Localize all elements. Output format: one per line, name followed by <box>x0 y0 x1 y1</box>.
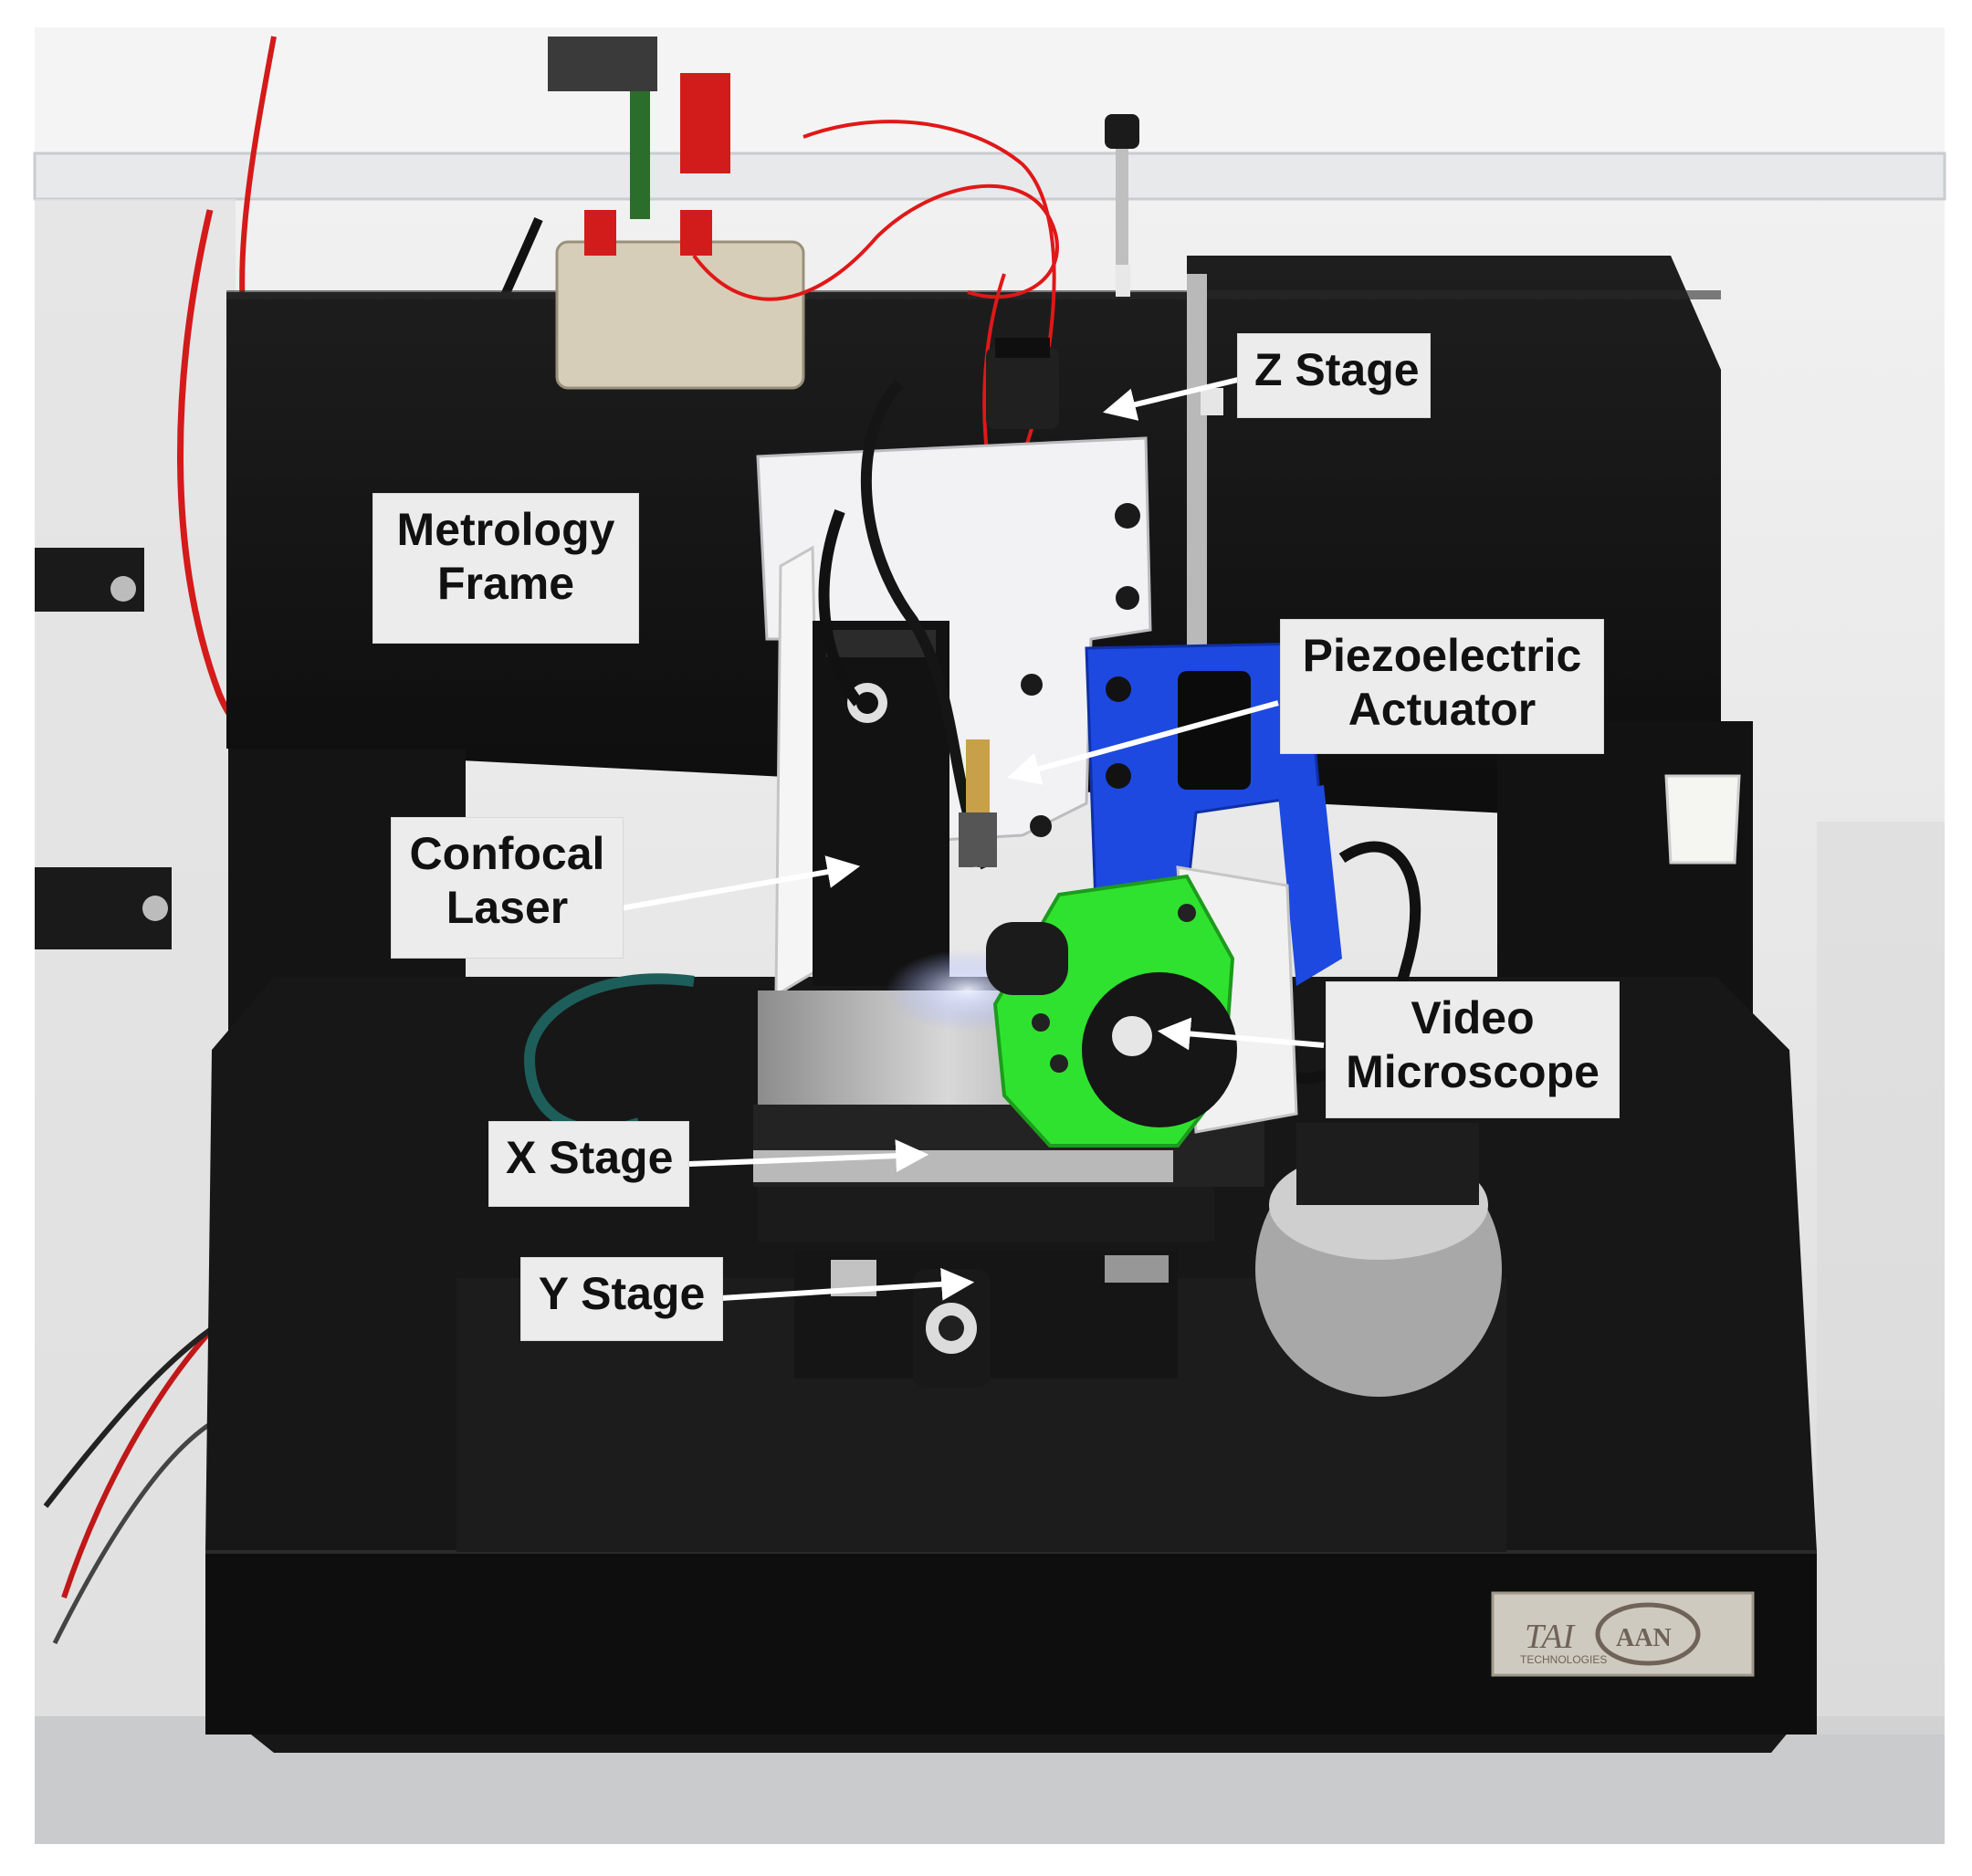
label-video-microscope: Video Microscope <box>1326 981 1620 1118</box>
annotation-arrows <box>620 376 1325 1301</box>
label-confocal-laser: Confocal Laser <box>391 817 624 959</box>
red-wire-top <box>692 183 1059 301</box>
x-stage-arrow <box>688 1139 929 1173</box>
piezo-connector <box>966 739 990 812</box>
label-video-microscope-line1: Video <box>1411 992 1535 1043</box>
confocal-laser-body <box>813 621 949 986</box>
label-x-stage: X Stage <box>488 1121 689 1207</box>
logo-brand-left: TAI <box>1525 1618 1577 1656</box>
z-stage-arrow <box>1103 376 1243 421</box>
terminal-box <box>555 240 805 390</box>
video-microscope-arrow <box>1157 1017 1325 1051</box>
y-stage-arrow <box>720 1267 975 1301</box>
piezo-arrow <box>1007 700 1279 785</box>
label-video-microscope-line2: Microscope <box>1346 1046 1600 1097</box>
logo-subtitle: TECHNOLOGIES <box>1520 1653 1607 1666</box>
logo-brand-right: AAN <box>1616 1624 1672 1652</box>
label-y-stage-text: Y Stage <box>538 1268 706 1319</box>
label-confocal-laser-line2: Laser <box>446 882 569 933</box>
label-piezoelectric-actuator-line1: Piezoelectric <box>1302 630 1582 681</box>
label-piezoelectric-actuator: Piezoelectric Actuator <box>1280 619 1604 754</box>
confocal-laser-arrow <box>620 855 861 911</box>
label-confocal-laser-line1: Confocal <box>409 828 605 879</box>
acrylic-rail <box>33 152 1946 201</box>
label-metrology-frame-line1: Metrology <box>396 504 615 555</box>
label-y-stage: Y Stage <box>520 1257 723 1341</box>
top-screw <box>1116 137 1128 274</box>
label-piezoelectric-actuator-line2: Actuator <box>1348 684 1537 735</box>
label-z-stage-text: Z Stage <box>1254 344 1420 395</box>
label-x-stage-text: X Stage <box>506 1132 674 1183</box>
label-z-stage: Z Stage <box>1237 333 1431 418</box>
label-metrology-frame-line2: Frame <box>436 558 575 609</box>
z-stage-knob <box>986 347 1059 429</box>
label-metrology-frame: Metrology Frame <box>372 493 639 644</box>
